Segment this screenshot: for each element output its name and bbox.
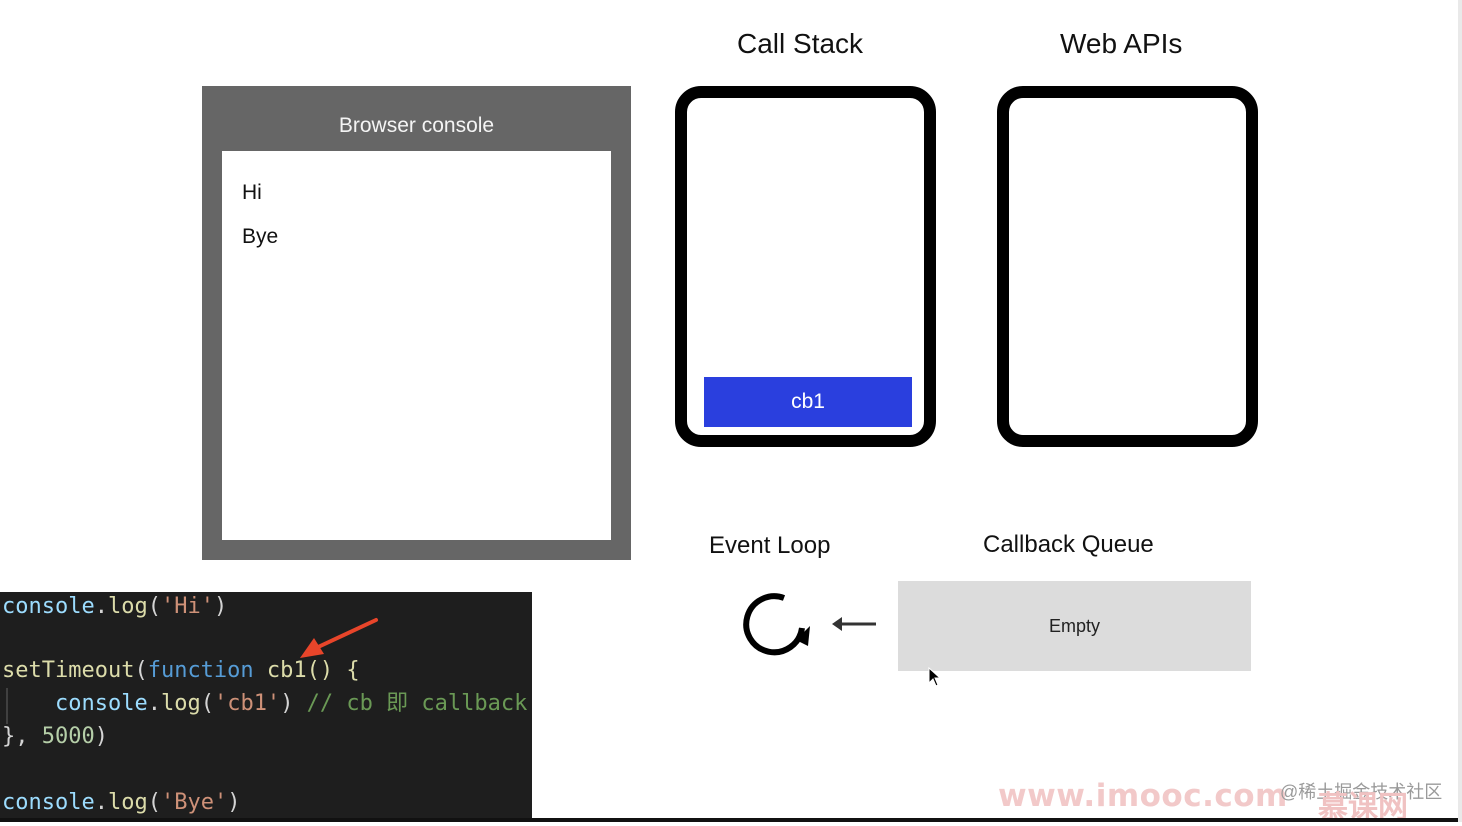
code-token: console <box>54 691 148 716</box>
event-loop-icon <box>743 593 810 656</box>
code-line-7: console.log('Bye') <box>2 788 240 818</box>
code-line-1: console.log('Hi') <box>2 592 227 622</box>
watermark-community: @稀土掘金技术社区 <box>1280 782 1443 802</box>
call-stack-item-cb1: cb1 <box>704 377 912 427</box>
callback-queue-box: Empty <box>898 581 1251 671</box>
code-panel: console.log('Hi') setTimeout(function cb… <box>0 592 532 818</box>
console-line-bye: Bye <box>242 225 279 248</box>
code-token: log <box>107 594 148 619</box>
code-token: console <box>2 594 95 619</box>
code-token: log <box>107 790 148 815</box>
code-token: ) <box>213 594 228 619</box>
watermark-site: www.imooc.com <box>998 778 1288 814</box>
code-token: 5000 <box>41 724 95 749</box>
code-token: ( <box>134 658 148 683</box>
browser-console-panel: Browser console Hi Bye <box>202 86 631 560</box>
code-token: console <box>2 790 95 815</box>
bottom-edge <box>0 818 1462 822</box>
code-token: . <box>147 691 161 716</box>
code-token: log <box>160 691 201 716</box>
callback-queue-title: Callback Queue <box>983 531 1154 558</box>
annotation-arrow-icon <box>300 618 378 658</box>
code-token: . <box>94 594 108 619</box>
code-token: // cb 即 callback <box>293 691 528 716</box>
code-token: ( <box>147 594 161 619</box>
right-edge <box>1458 0 1462 822</box>
left-arrow-icon <box>832 617 876 631</box>
code-token: ( <box>147 790 161 815</box>
code-token: }, <box>2 724 42 749</box>
code-token: 'Bye' <box>160 790 228 815</box>
browser-console-output: Hi Bye <box>222 151 611 540</box>
code-token: 'cb1' <box>213 691 281 716</box>
code-line-3: setTimeout(function cb1() { <box>2 656 360 686</box>
console-line-hi: Hi <box>242 181 262 204</box>
code-token: setTimeout <box>2 658 135 683</box>
code-token: function <box>147 658 254 683</box>
code-token: ) <box>280 691 294 716</box>
indent-guide <box>6 688 8 724</box>
code-line-4: console.log('cb1') // cb 即 callback <box>2 689 527 719</box>
mouse-cursor-icon <box>928 667 942 687</box>
code-token: . <box>94 790 108 815</box>
code-token: ) <box>94 724 108 749</box>
code-line-5: }, 5000) <box>2 722 108 752</box>
web-apis-frame <box>997 86 1258 447</box>
web-apis-title: Web APIs <box>1060 28 1183 59</box>
code-token: ( <box>200 691 214 716</box>
browser-console-title: Browser console <box>338 114 495 137</box>
code-token: ) <box>227 790 241 815</box>
code-token <box>2 691 55 716</box>
event-loop-title: Event Loop <box>709 532 831 559</box>
code-token: 'Hi' <box>160 594 214 619</box>
code-token: cb1() { <box>253 658 360 683</box>
call-stack-title: Call Stack <box>737 28 864 59</box>
